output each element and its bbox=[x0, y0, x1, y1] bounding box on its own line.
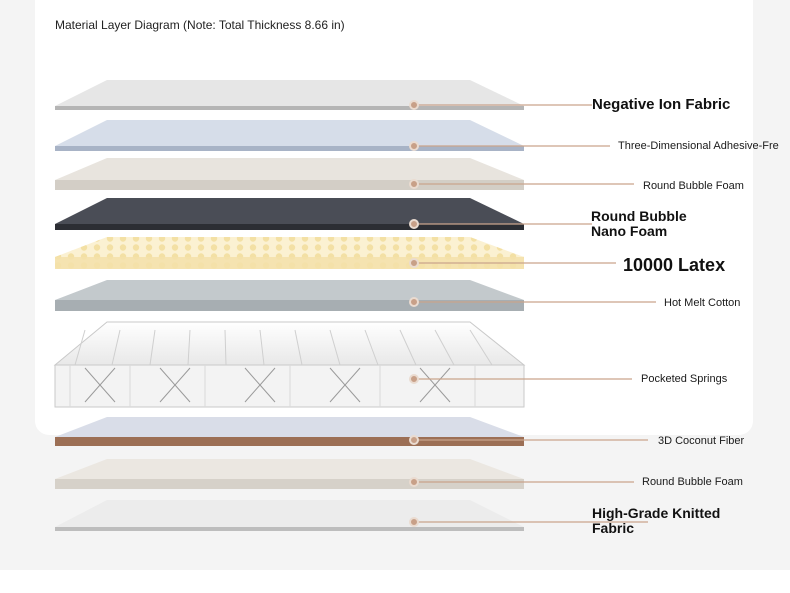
diagram-title: Material Layer Diagram (Note: Total Thic… bbox=[55, 18, 345, 32]
label-round-bubble-foam-bottom: Round Bubble Foam bbox=[642, 476, 743, 488]
label-hot-melt-cotton: Hot Melt Cotton bbox=[664, 297, 741, 309]
layer-round-bubble-foam-bottom bbox=[55, 459, 524, 489]
layer-three-dimensional-adhesive-free bbox=[55, 120, 524, 151]
label-latex: 10000 Latex bbox=[623, 255, 726, 275]
layer-high-grade-knitted-fabric bbox=[55, 500, 524, 531]
layer-round-bubble-foam-top bbox=[55, 158, 524, 190]
layer-latex bbox=[55, 237, 524, 269]
label-pocketed-springs: Pocketed Springs bbox=[641, 373, 728, 385]
leader-lines bbox=[409, 100, 656, 527]
label-round-bubble-nano-foam: Round Bubble Nano Foam bbox=[591, 208, 687, 239]
label-high-grade-knitted-fabric: High-Grade Knitted Fabric bbox=[592, 505, 721, 536]
label-negative-ion-fabric: Negative Ion Fabric bbox=[592, 96, 731, 113]
label-3d-coconut-fiber: 3D Coconut Fiber bbox=[658, 435, 745, 447]
label-three-dimensional-adhesive-free: Three-Dimensional Adhesive-Fre bbox=[618, 140, 779, 152]
layer-hot-melt-cotton bbox=[55, 280, 524, 311]
layer-3d-coconut-fiber bbox=[55, 417, 524, 446]
label-round-bubble-foam-top: Round Bubble Foam bbox=[643, 180, 744, 192]
layer-negative-ion-fabric bbox=[55, 80, 524, 110]
layer-pocketed-springs bbox=[53, 321, 526, 408]
layer-round-bubble-nano-foam bbox=[55, 198, 524, 230]
